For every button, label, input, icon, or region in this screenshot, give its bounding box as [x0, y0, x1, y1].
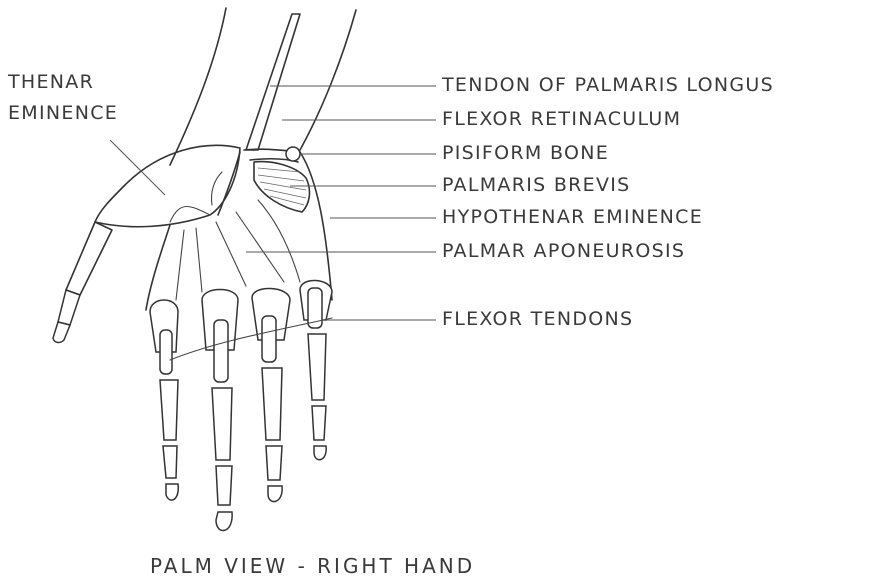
palmaris-longus-tendon	[246, 14, 300, 150]
middle-finger	[202, 290, 238, 531]
index-finger	[150, 300, 178, 500]
label-hypothenar-eminence: HYPOTHENAR EMINENCE	[442, 208, 703, 227]
label-palmar-aponeurosis: PALMAR APONEUROSIS	[442, 242, 685, 261]
ring-finger	[252, 288, 290, 501]
thumb	[53, 222, 112, 342]
aponeurosis-slip-2	[196, 228, 202, 292]
palmar-aponeurosis	[146, 152, 240, 310]
aponeurosis-slip-3	[216, 222, 246, 286]
label-thenar-line1: THENAR	[8, 73, 94, 92]
label-pisiform-bone: PISIFORM BONE	[442, 144, 609, 163]
thenar-pointer	[110, 140, 165, 195]
label-palmaris-brevis: PALMARIS BREVIS	[442, 176, 631, 195]
aponeurosis-slip-4	[236, 212, 284, 282]
label-flexor-retinaculum: FLEXOR RETINACULUM	[442, 110, 681, 129]
label-tendon-palmaris-longus: TENDON OF PALMARIS LONGUS	[442, 76, 774, 95]
thenar-fold	[170, 206, 210, 222]
label-flexor-tendons: FLEXOR TENDONS	[442, 310, 633, 329]
little-finger	[300, 280, 332, 459]
forearm-ulnar-edge	[300, 10, 356, 150]
leader-lines	[246, 86, 436, 320]
label-thenar-line2: EMINENCE	[8, 104, 118, 123]
caption: PALM VIEW - RIGHT HAND	[150, 556, 475, 576]
thenar-inner-line	[211, 172, 222, 205]
hypothenar-inner-line	[258, 200, 300, 282]
pisiform-bone	[286, 147, 300, 161]
aponeurosis-slip-1	[176, 230, 184, 300]
hypothenar-eminence	[300, 152, 332, 300]
forearm-radial-edge	[170, 8, 226, 165]
